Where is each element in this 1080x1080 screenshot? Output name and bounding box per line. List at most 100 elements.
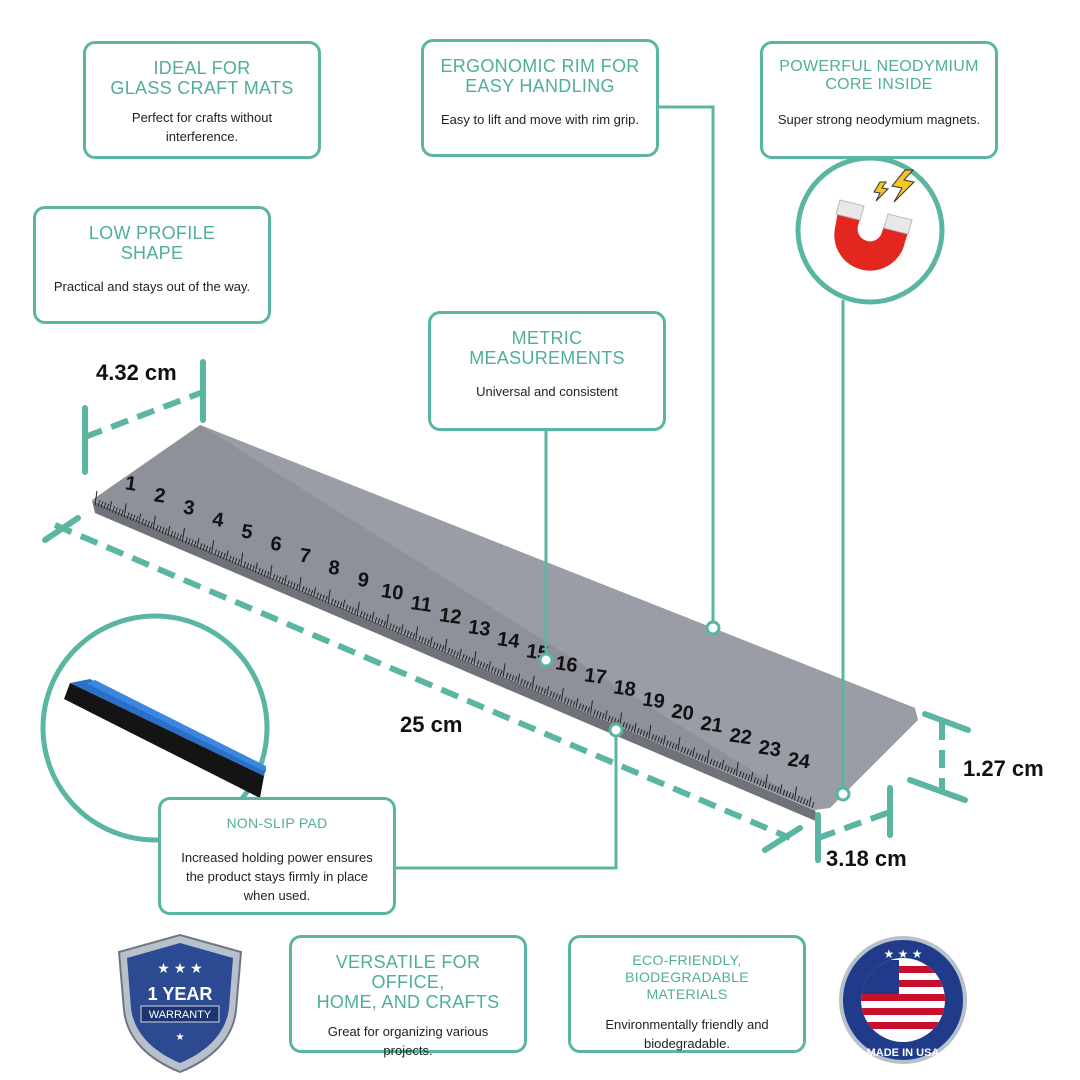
ruler-tick	[324, 596, 328, 603]
ruler-tick	[718, 762, 722, 769]
ruler-tick	[388, 623, 392, 630]
ruler-ticks	[94, 490, 815, 809]
ruler-number: 3	[182, 496, 196, 519]
ruler-tick	[799, 796, 803, 804]
ruler-number: 20	[670, 700, 695, 725]
ruler-tick	[158, 525, 162, 533]
length-dimension-line	[53, 522, 792, 841]
ruler-tick	[607, 715, 611, 722]
ruler-tick	[540, 687, 544, 694]
ruler-tick	[788, 791, 792, 799]
ruler-tick	[761, 780, 765, 788]
ruler-tick	[482, 662, 486, 669]
ruler-tick	[686, 748, 690, 756]
ruler-tick	[575, 698, 579, 709]
ruler-tick	[639, 729, 643, 736]
ruler-tick	[141, 518, 145, 525]
warranty-label-text: WARRANTY	[149, 1009, 212, 1021]
ruler-tick	[356, 601, 360, 616]
ruler-tick	[651, 734, 655, 741]
ruler-tick	[316, 592, 319, 599]
ruler-tick	[138, 513, 142, 524]
feature-card-low-profile: LOW PROFILE SHAPE Practical and stays ou…	[33, 206, 271, 324]
ruler-number: 8	[327, 557, 341, 580]
ruler-tick	[144, 519, 148, 527]
magnet-icon	[834, 199, 913, 271]
ruler-tick	[196, 538, 200, 549]
ruler-tick	[654, 735, 658, 742]
ruler-tick	[584, 705, 588, 713]
ruler-tick	[126, 512, 130, 519]
ruler-tick	[292, 582, 296, 589]
ruler-tick	[187, 538, 191, 545]
ruler-tick	[123, 503, 127, 518]
card-body: Practical and stays out of the way.	[53, 279, 251, 294]
ruler-tick	[383, 620, 387, 628]
ruler-tick	[555, 693, 558, 700]
ruler-tick	[342, 599, 346, 610]
ruler-tick	[112, 506, 115, 513]
ruler-tick	[796, 795, 800, 802]
ruler-tick	[715, 761, 719, 768]
ruler-tick	[587, 707, 591, 714]
ruler-number: 18	[612, 676, 637, 701]
ruler-tick	[683, 747, 687, 754]
ruler-tick	[782, 789, 786, 796]
ruler-tick	[368, 614, 372, 621]
svg-text:★ ★ ★: ★ ★ ★	[884, 947, 923, 961]
ruler-tick	[569, 699, 573, 706]
ruler-tick	[581, 704, 585, 711]
ruler-tick	[692, 747, 695, 758]
ruler-tick	[502, 663, 506, 678]
ruler-tick	[374, 617, 378, 624]
ruler-tick	[281, 577, 285, 584]
ruler-tick	[120, 509, 124, 517]
ergonomic-connector	[657, 105, 715, 628]
ruler-tick	[534, 684, 538, 692]
ruler-tick	[225, 550, 229, 561]
ruler-tick	[648, 724, 652, 740]
ruler-tick	[735, 761, 739, 777]
ruler-tick	[420, 636, 424, 644]
ruler-number: 4	[211, 509, 226, 532]
ruler-tick	[176, 533, 180, 540]
ruler-tick	[642, 730, 646, 737]
ruler-tick	[767, 783, 771, 790]
ruler-tick	[181, 527, 185, 543]
card-title: NON-SLIP PAD	[226, 815, 328, 831]
ruler-tick	[330, 598, 334, 605]
ruler-tick	[106, 503, 110, 511]
ruler-tick	[301, 586, 305, 593]
ruler-tick	[380, 619, 384, 626]
ruler-tick	[167, 525, 171, 536]
card-title: POWERFUL NEODYMIUM CORE INSIDE	[779, 58, 979, 93]
ruler-tick	[461, 654, 465, 661]
ruler-tick	[517, 673, 521, 684]
ruler-tick	[511, 674, 515, 682]
ruler-tick	[415, 626, 419, 641]
ruler-tick	[808, 796, 812, 807]
ruler-tick	[222, 553, 226, 560]
ruler-tick	[470, 657, 474, 665]
ruler-tick	[490, 666, 494, 673]
ruler-tick	[327, 589, 331, 604]
ruler-tick	[522, 679, 526, 687]
ruler-tick	[549, 690, 553, 698]
ruler-number: 11	[409, 592, 433, 617]
made-in-usa-text: MADE IN USA	[867, 1047, 940, 1059]
ruler-tick	[438, 644, 442, 651]
ruler-tick	[94, 490, 98, 506]
ruler-tick	[246, 562, 250, 570]
ruler-tick	[805, 799, 809, 806]
ruler-tick	[630, 725, 634, 732]
ruler-tick	[211, 540, 215, 555]
ruler-tick	[135, 516, 139, 523]
feature-card-glass-mats: IDEAL FOR GLASS CRAFT MATS Perfect for c…	[83, 41, 321, 159]
ruler-tick	[214, 549, 217, 556]
ruler-tick	[266, 571, 270, 578]
non-slip-connector	[395, 730, 618, 870]
ruler-number: 21	[699, 713, 724, 738]
card-title: ECO-FRIENDLY, BIODEGRADABLE MATERIALS	[625, 952, 749, 1002]
ruler-tick	[365, 613, 369, 620]
